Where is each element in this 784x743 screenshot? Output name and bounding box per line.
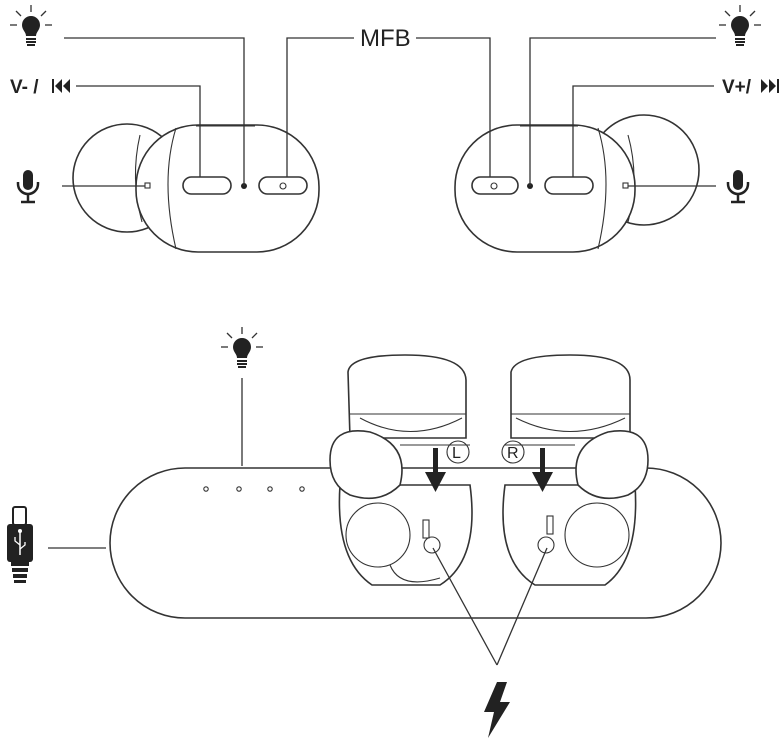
insert-arrow-icon (425, 448, 446, 492)
right-marker: R (501, 440, 525, 464)
mfb-label: MFB (360, 25, 411, 52)
left-marker: L (446, 440, 470, 464)
insert-arrow-icon (532, 448, 553, 492)
microphone-icon (726, 168, 750, 204)
right-earbud-inserting (505, 354, 649, 500)
next-track-icon (761, 79, 779, 93)
led-light-icon (9, 4, 53, 46)
usb-c-connector-icon (7, 506, 33, 583)
leader-lines-left (62, 37, 354, 187)
led-light-icon (718, 4, 762, 46)
charging-contact-lines (432, 547, 548, 666)
left-earbud-top (72, 123, 320, 253)
charging-bolt-icon (484, 682, 510, 738)
microphone-icon (16, 168, 40, 204)
led-light-icon (220, 326, 264, 368)
left-earbud-inserting (329, 354, 470, 500)
svg-text:R: R (507, 445, 519, 462)
vol-up-next-label: V+/ (722, 77, 752, 98)
previous-track-icon (52, 79, 70, 93)
svg-text:L: L (452, 445, 461, 462)
vol-down-prev-label: V- / (10, 77, 39, 98)
leader-lines-right (416, 37, 716, 187)
right-earbud-top (454, 114, 700, 253)
